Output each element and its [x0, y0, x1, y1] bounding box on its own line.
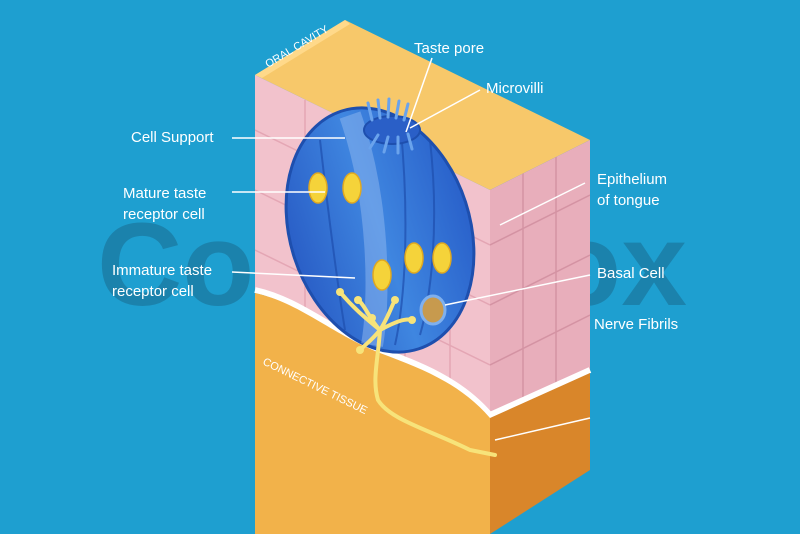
nuclei — [308, 172, 452, 291]
oral-cavity-top-face — [255, 20, 590, 190]
basal-cell — [419, 294, 447, 326]
connective-tissue-side — [490, 373, 590, 534]
nerve-fibrils-label: Nerve Fibrils — [594, 316, 679, 333]
immature-taste-receptor-cell-label: Immature taste receptor cell — [112, 262, 213, 300]
mature-taste-receptor-cell-label: Mature taste receptor cell — [123, 185, 207, 223]
oral-cavity-top-edge — [255, 20, 350, 78]
microvilli — [366, 97, 414, 155]
nerve-endings — [336, 288, 416, 354]
taste-pore-label: Taste pore — [414, 40, 485, 57]
connective-tissue-front — [255, 293, 490, 534]
leader-lines — [231, 57, 591, 441]
basal-cell-label: Basal Cell — [597, 265, 665, 282]
epithelium-side-grid — [490, 157, 590, 400]
microvilli-label: Microvilli — [486, 80, 544, 97]
epithelium-side-face — [490, 140, 590, 415]
epithelium-of-tongue-label: Epithelium of tongue — [597, 171, 668, 209]
cell-support-label: Cell Support — [131, 129, 214, 146]
